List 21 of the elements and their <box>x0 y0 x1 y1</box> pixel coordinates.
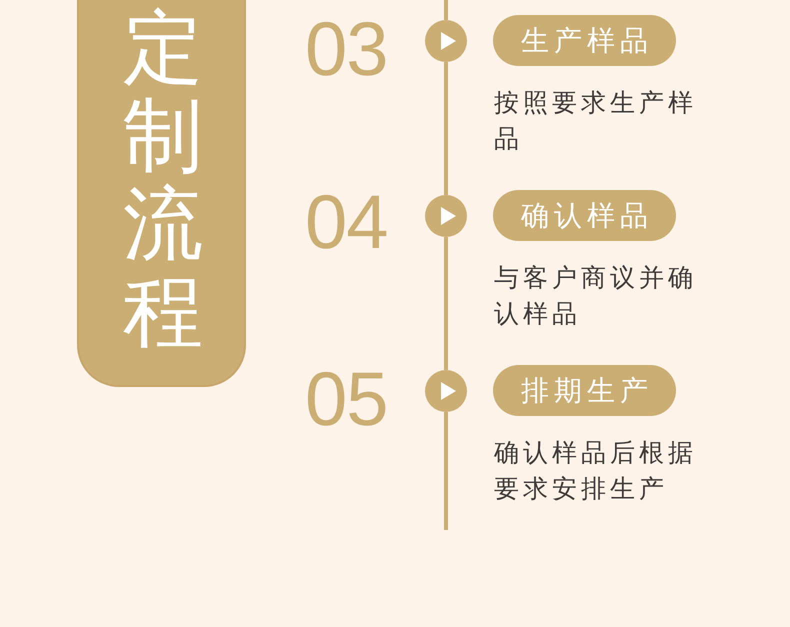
play-icon <box>425 370 467 412</box>
play-icon <box>425 195 467 237</box>
step-pill <box>493 365 676 416</box>
step-title: 确认样品 <box>520 198 653 232</box>
timeline-line <box>444 0 448 20</box>
step-title: 排期生产 <box>520 374 653 408</box>
step-description: 按照要求生产样品 <box>494 87 698 155</box>
step-number: 03 <box>305 12 388 88</box>
title-panel <box>77 0 246 387</box>
timeline-line <box>444 412 448 530</box>
step-description: 与客户商议并确认样品 <box>494 262 698 330</box>
step-pill <box>493 15 676 66</box>
play-icon <box>425 20 467 62</box>
step-description: 确认样品后根据要求安排生产 <box>494 437 698 505</box>
timeline-line <box>444 62 448 195</box>
timeline-line <box>444 237 448 370</box>
panel-title: 定制流程 <box>123 4 203 356</box>
step-number: 05 <box>305 362 388 438</box>
step-number: 04 <box>305 185 388 261</box>
step-pill <box>493 190 676 241</box>
step-title: 生产样品 <box>520 24 653 58</box>
